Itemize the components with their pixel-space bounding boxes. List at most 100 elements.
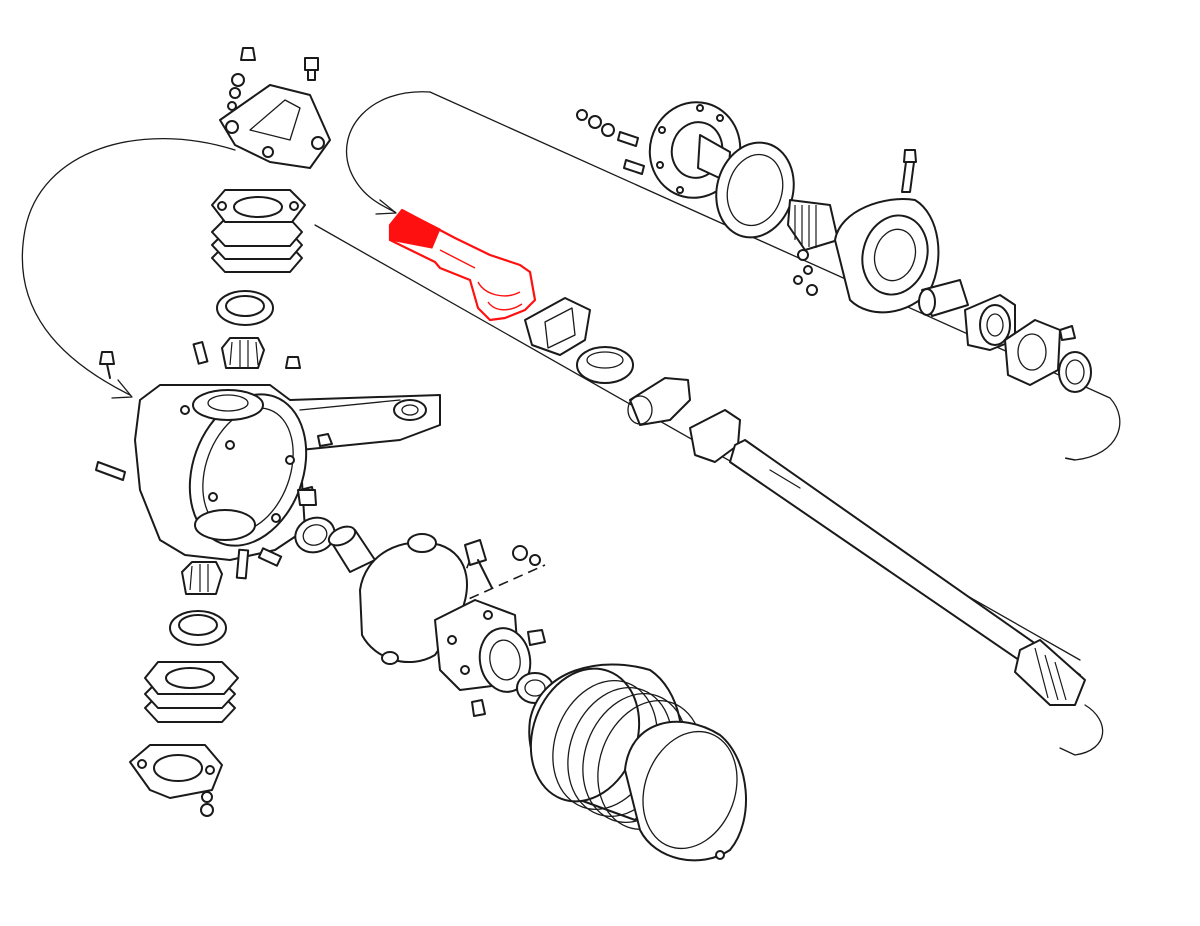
lower-plate-boss [153, 754, 203, 782]
swivel-bottom-boss [194, 509, 256, 541]
small-bolt-center [297, 489, 317, 506]
guide-arrow-top [375, 199, 397, 215]
gaiter-outer-bore [642, 730, 738, 850]
joint-ball-cap-top [586, 351, 624, 369]
highlighted-inner-shaft [388, 208, 537, 322]
hub-housing-face [861, 214, 929, 296]
bearing-cone-lower [181, 561, 223, 595]
roller-line [255, 341, 259, 366]
oil-seal-center [294, 516, 336, 554]
pin-upper [192, 341, 209, 365]
shaft-body-line [439, 249, 476, 269]
bearing-cup-lower-bore [178, 614, 218, 636]
housing-stud-hole [285, 455, 295, 465]
key-lower [257, 547, 283, 567]
ball-top-pin [407, 533, 437, 553]
grease-nipple-left [99, 351, 115, 365]
swivel-top-boss [192, 389, 264, 421]
hub-gasket-bore [726, 153, 784, 227]
swivel-top-bore [207, 394, 249, 412]
hub-bolt-head [903, 149, 917, 163]
guide-line-upper-long [429, 91, 1121, 461]
lower-shim-bore [165, 667, 215, 689]
housing-stud-hole [225, 440, 235, 450]
small-nut-lower [471, 699, 486, 717]
joint-cage-window [544, 307, 576, 349]
top-bolt-head [304, 57, 319, 71]
joint-components [524, 297, 741, 463]
swivel-housing-bore [188, 393, 308, 547]
hub-seal [1058, 351, 1092, 393]
flange-hole [483, 610, 493, 620]
bearing-cone-upper [221, 337, 265, 369]
washer-center [529, 554, 541, 566]
flange-bolt-hole [716, 114, 724, 122]
top-washer [229, 87, 241, 99]
flange-bolt-hole [676, 186, 684, 194]
shim-hole-b [289, 201, 299, 211]
bolt-center-top [464, 539, 487, 566]
steering-arm-edge [299, 399, 401, 411]
flange-hole [460, 665, 470, 675]
flange-hub-bore [489, 639, 521, 681]
top-washer-2 [227, 101, 237, 111]
housing-stud-hole [271, 513, 281, 523]
hub-stud-1 [617, 131, 639, 147]
steering-arm-eye [393, 399, 427, 421]
bearing-cup-upper-bore [225, 295, 265, 317]
joint-cup [629, 377, 691, 426]
hub-housing-bore [873, 228, 917, 282]
hub-seal-bore [1065, 359, 1085, 385]
gaiter-outer-flange [624, 720, 747, 862]
yoke-curve [477, 281, 521, 297]
upper-bracket-web [249, 99, 301, 141]
shim-hole-a [217, 201, 227, 211]
hub-washer-1 [588, 115, 602, 129]
roller-line [229, 341, 233, 366]
oil-seal-center-bore [302, 524, 328, 546]
flange-bolt-hole [658, 126, 666, 134]
hub-assembly [576, 101, 1092, 393]
lower-nut [200, 803, 214, 817]
gaiter-screw [715, 850, 725, 860]
bracket-hole-right [311, 136, 325, 150]
hub-bush-end [918, 288, 936, 316]
nipple-stem [106, 363, 111, 379]
hub-bearing-face [979, 304, 1011, 346]
nut-center [512, 545, 528, 561]
lower-plate-hole [205, 765, 215, 775]
guide-arrow-left [111, 379, 133, 399]
guide-curve-right [1059, 704, 1104, 756]
yoke-curve-2 [487, 301, 523, 311]
shim-1-bore [233, 196, 283, 218]
joint-ball-cap [576, 346, 634, 384]
hub-small-nut [797, 249, 809, 261]
oil-seal-lower-bore [524, 679, 546, 697]
lower-washer [201, 791, 213, 803]
bracket-hole-left [225, 120, 239, 134]
shaft-collar-line [769, 469, 801, 489]
center-assembly [294, 489, 554, 717]
hub-bolt-shank [901, 161, 915, 193]
grease-nipple-upper-right [285, 356, 301, 369]
hub-stud-2 [623, 159, 645, 175]
flange-bolt-hole [656, 161, 664, 169]
hub-small-ring [806, 284, 818, 296]
upper-bracket [219, 84, 331, 169]
spline-line [407, 221, 431, 239]
lower-swivel-parts [129, 547, 283, 817]
joint-cage [524, 297, 591, 356]
hub-small-washer [803, 265, 813, 275]
hub-small-part [793, 275, 803, 285]
shim-2 [211, 218, 303, 247]
stud-left [95, 461, 126, 481]
upper-shim-stack [211, 189, 306, 273]
lower-plate-hole [137, 759, 147, 769]
upper-bearing [99, 290, 301, 379]
top-bolt-shank [307, 69, 316, 81]
flange-bolt-hole [696, 104, 704, 112]
swivel-housing [95, 384, 441, 561]
swivel-seal-gaiter [528, 663, 747, 862]
hub-bearing-bore [986, 313, 1004, 337]
